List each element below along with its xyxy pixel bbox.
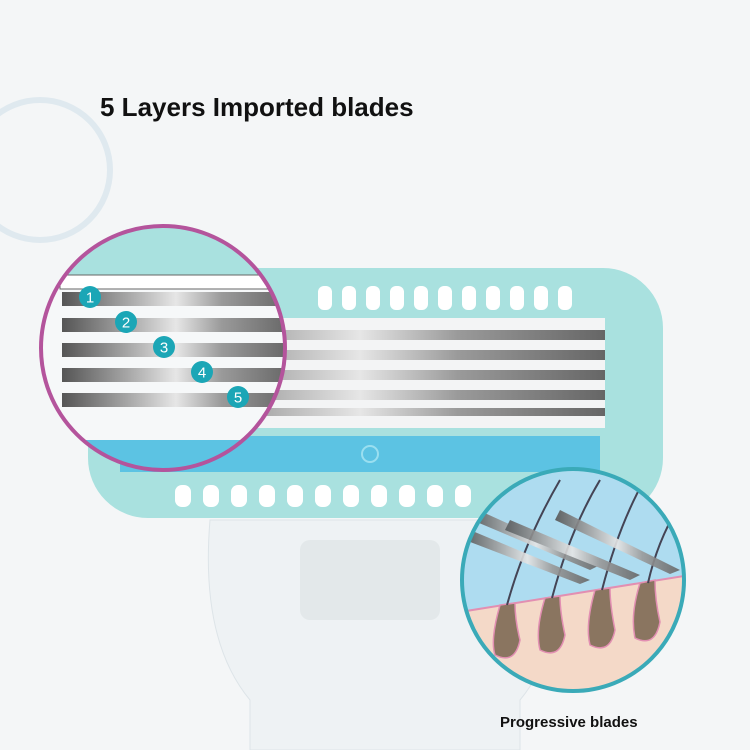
blade-number-5: 5 [234, 390, 242, 407]
progressive-blades-caption: Progressive blades [500, 714, 638, 731]
water-bubble [0, 97, 113, 243]
blade-number-2: 2 [122, 315, 130, 332]
blade-number-1: 1 [86, 290, 94, 307]
skin-cross-section-magnifier [460, 467, 686, 693]
handle-pivot [300, 540, 440, 620]
blade-badge-4 [191, 361, 213, 383]
blade-number-badges: 1 2 3 4 5 [79, 286, 249, 408]
blade-number-4: 4 [198, 365, 206, 382]
headline-title: 5 Layers Imported blades [100, 92, 414, 122]
blade-badge-1 [79, 286, 101, 308]
blade-badge-3 [153, 336, 175, 358]
blade-badge-2 [115, 311, 137, 333]
blade-number-3: 3 [160, 340, 168, 357]
blade-badge-5 [227, 386, 249, 408]
